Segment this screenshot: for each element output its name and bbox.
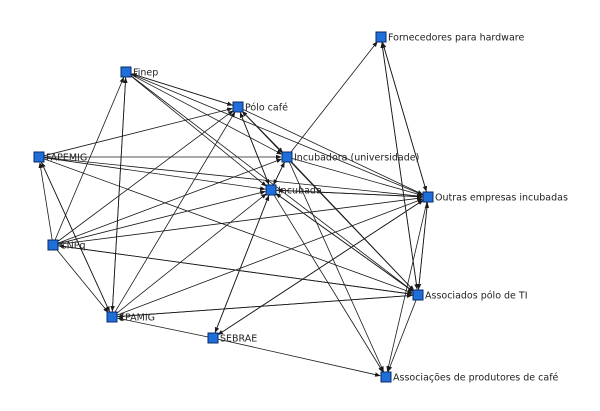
edge-associados-to-outras (418, 202, 430, 291)
node-marker-fornecedores[interactable] (375, 31, 387, 43)
edge-outras-to-sebrae (217, 199, 425, 336)
node-incubadora[interactable]: Incubadora (universidade) (281, 151, 419, 164)
edge-polo_cafe-to-finep (131, 73, 234, 106)
edge-epamig-to-polo_cafe (114, 111, 236, 313)
node-label-cnpq: CNPq (60, 241, 86, 252)
node-fapemig[interactable]: FAPEMIG (33, 151, 87, 164)
node-cnpq[interactable]: CNPq (47, 239, 86, 252)
edge-outras-to-incubada (276, 188, 424, 198)
node-marker-cnpq[interactable] (47, 239, 59, 251)
edge-cnpq-to-fapemig (38, 162, 53, 241)
edge-fapemig-to-incubada (43, 157, 266, 191)
edge-outras-to-fornecedores (381, 42, 427, 193)
edge-epamig-to-fapemig (41, 161, 111, 313)
edge-polo_cafe-to-outras (242, 108, 424, 195)
edge-cnpq-to-outras (57, 196, 423, 245)
edge-associados-to-fornecedores (380, 42, 418, 291)
edge-finep-to-associados (129, 74, 414, 292)
node-label-incubada: Incubada (278, 186, 322, 197)
node-label-incubadora: Incubadora (universidade) (294, 153, 419, 164)
edge-incubadora-to-outras (291, 158, 423, 197)
node-epamig[interactable]: EPAMIG (106, 311, 155, 324)
edge-epamig-to-incubada (115, 193, 267, 315)
edge-finep-to-incubada (129, 74, 267, 187)
edge-finep-to-incubadora (130, 73, 283, 155)
node-marker-associacoes[interactable] (380, 371, 392, 383)
node-incubada[interactable]: Incubada (265, 184, 322, 197)
edge-finep-to-outras (130, 73, 424, 196)
edge-cnpq-to-polo_cafe (56, 110, 234, 243)
edge-cnpq-to-finep (54, 76, 125, 241)
edge-epamig-to-finep (111, 77, 128, 313)
edge-sebrae-to-epamig (117, 317, 209, 338)
edge-incubada-to-polo_cafe (239, 112, 270, 186)
node-label-fapemig: FAPEMIG (46, 153, 87, 164)
edge-associados-to-epamig (117, 295, 414, 319)
edge-sebrae-to-associacoes (217, 338, 381, 377)
edge-sebrae-to-incubada (214, 195, 270, 334)
edge-associados-to-cnpq (58, 244, 414, 295)
edge-associados-to-associacoes (387, 299, 417, 372)
node-label-associacoes: Associações de produtores de café (393, 373, 559, 384)
node-label-epamig: EPAMIG (119, 313, 155, 324)
node-label-fornecedores: Fornecedores para hardware (388, 33, 524, 44)
node-marker-outras[interactable] (422, 191, 434, 203)
node-marker-sebrae[interactable] (207, 332, 219, 344)
edge-incubadora-to-fornecedores (289, 41, 378, 154)
node-polo_cafe[interactable]: Pólo café (232, 101, 288, 114)
node-marker-fapemig[interactable] (33, 151, 45, 163)
edge-incubadora-to-polo_cafe (241, 110, 284, 154)
node-marker-incubadora[interactable] (281, 151, 293, 163)
edge-cnpq-to-incubadora (57, 158, 282, 244)
edge-fapemig-to-polo_cafe (43, 107, 233, 157)
edge-associados-to-incubada (275, 193, 415, 293)
node-label-sebrae: SEBRAE (220, 334, 257, 345)
edge-cnpq-to-incubada (57, 190, 266, 245)
edge-fapemig-to-associados (43, 158, 413, 294)
node-sebrae[interactable]: SEBRAE (207, 332, 257, 345)
edge-epamig-to-outras (116, 198, 423, 316)
node-associados[interactable]: Associados pólo de TI (412, 289, 528, 302)
edges-layer (38, 41, 430, 377)
edge-cnpq-to-epamig (55, 248, 109, 313)
node-label-finep: Finep (133, 68, 158, 79)
edge-incubadora-to-associacoes (288, 161, 384, 373)
node-associacoes[interactable]: Associações de produtores de café (380, 371, 559, 384)
node-marker-polo_cafe[interactable] (232, 101, 244, 113)
node-label-associados: Associados pólo de TI (425, 291, 528, 302)
node-label-polo_cafe: Pólo café (245, 103, 288, 114)
node-finep[interactable]: Finep (120, 66, 158, 79)
node-marker-incubada[interactable] (265, 184, 277, 196)
edge-incubada-to-incubadora (272, 161, 285, 186)
node-label-outras: Outras empresas incubadas (435, 193, 568, 204)
node-outras[interactable]: Outras empresas incubadas (422, 191, 568, 204)
edge-outras-to-associacoes (386, 201, 428, 372)
node-marker-epamig[interactable] (106, 311, 118, 323)
node-fornecedores[interactable]: Fornecedores para hardware (375, 31, 524, 44)
node-marker-associados[interactable] (412, 289, 424, 301)
node-marker-finep[interactable] (120, 66, 132, 78)
